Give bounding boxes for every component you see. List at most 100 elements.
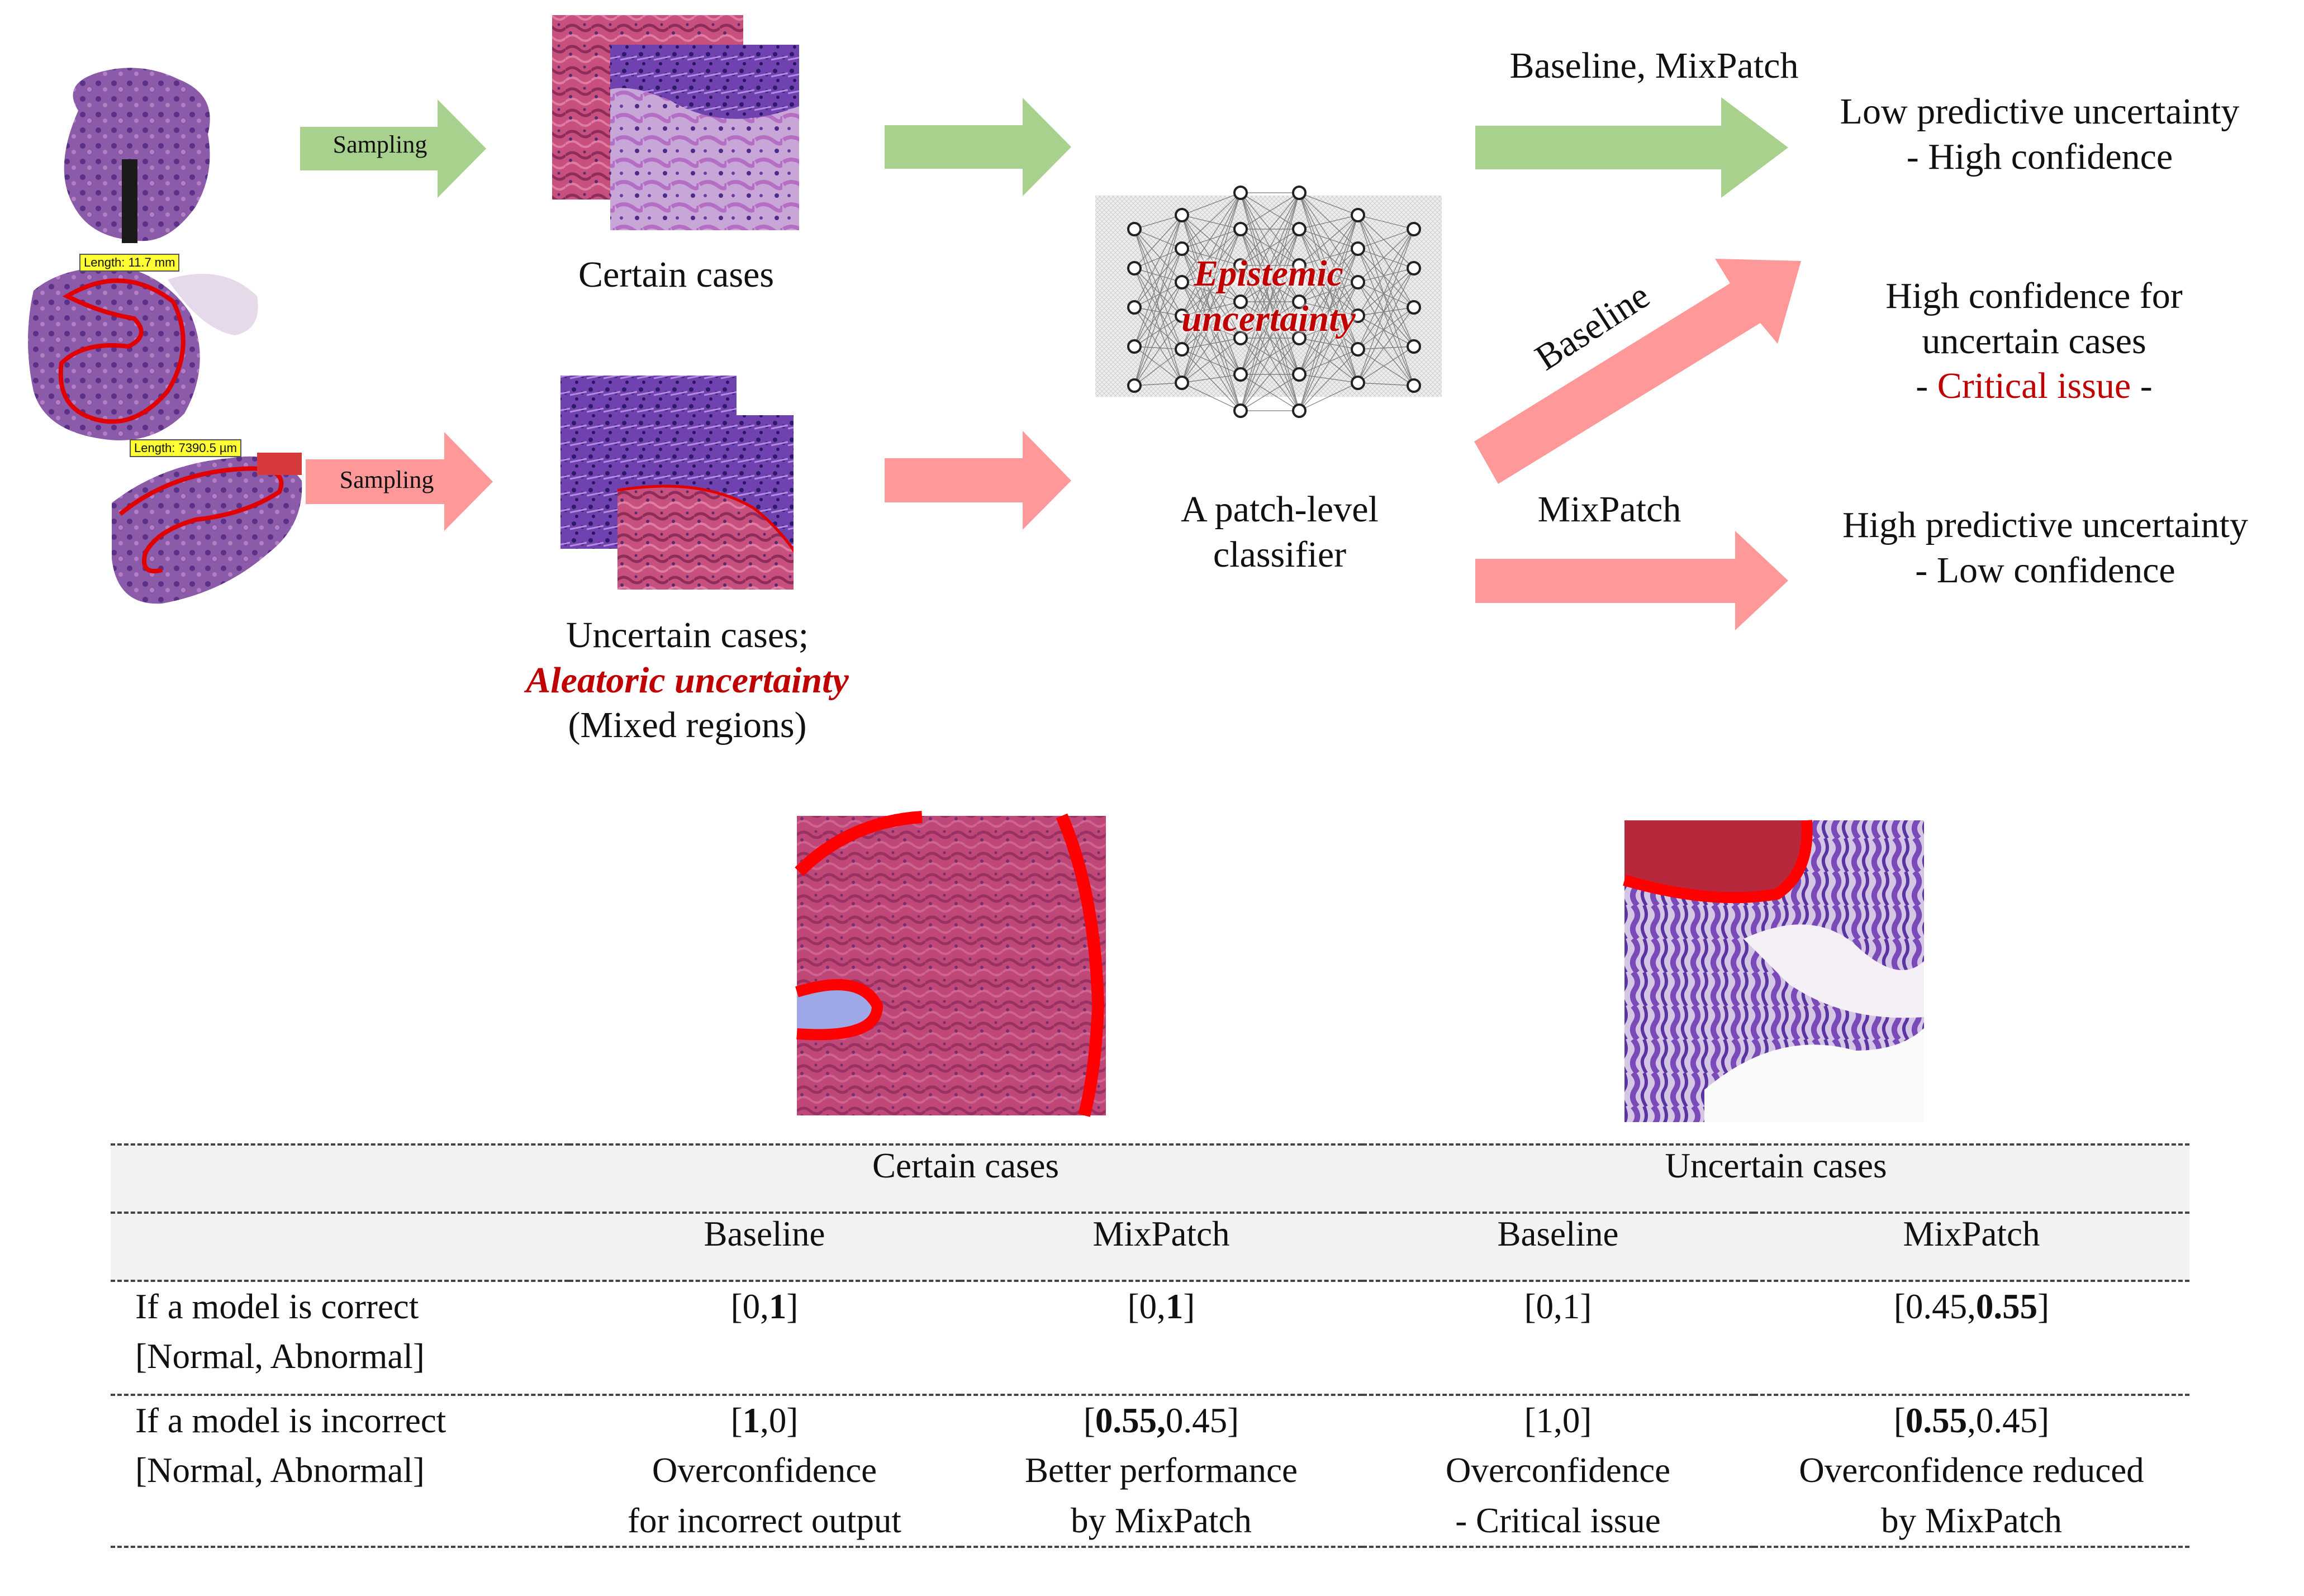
example-patch-uncertain [1623,820,1924,1122]
network-edge [1134,248,1182,347]
cell-bold: 1 [742,1401,761,1440]
network-edge [1181,229,1241,316]
network-edge [1134,282,1182,308]
cell-text: [0,1] [1524,1287,1592,1326]
network-edge [1134,307,1182,350]
output-arrow-diagonal [1474,259,1801,484]
network-edge [1134,215,1182,269]
network-edge [1134,229,1182,283]
group-header-certain: Certain cases [569,1143,1362,1214]
network-edge [1134,268,1182,350]
network-edge [1181,192,1241,283]
network-edge [1134,315,1182,347]
network-node [1351,342,1365,357]
network-edge [1299,248,1358,302]
cell-value: [1,0] [1362,1396,1754,1446]
network-edge [1181,349,1241,375]
cell-value: [1,0] [569,1396,960,1446]
network-edge [1134,307,1182,383]
network-edge [1357,215,1414,308]
network-edge [1181,282,1241,411]
network-edge [1299,282,1358,339]
network-node [1351,275,1365,289]
cell-note: by MixPatch [1071,1500,1252,1540]
output-arrow-top [1475,97,1788,198]
group-header-row: Certain cases Uncertain cases [111,1143,2189,1214]
network-node [1127,300,1142,315]
network-edge [1134,307,1182,316]
network-edge [1240,192,1300,375]
network-edge [1299,265,1358,350]
network-edge [1357,229,1414,283]
critical-suffix: - [2131,365,2153,407]
network-edge [1299,282,1358,375]
network-edge [1299,248,1358,266]
network-edge [1181,282,1241,375]
network-edge [1299,215,1358,411]
network-edge [1181,215,1241,266]
outcome-bottom-line-1: High predictive uncertainty [1842,505,2248,545]
network-edge [1299,265,1358,383]
network-edge [1357,229,1414,350]
slide-2 [28,267,200,440]
aleatoric-label: Aleatoric uncertainty [526,659,849,701]
network-edge [1299,265,1358,316]
network-edge [1181,282,1241,302]
outcome-bottom: High predictive uncertainty - Low confid… [1799,503,2291,593]
network-edge [1134,248,1182,386]
network-edge [1134,248,1182,269]
network-edge [1299,229,1358,383]
col-header: Baseline [569,1213,960,1282]
network-edge [1299,382,1358,411]
network-edge [1357,346,1414,383]
network-node [1407,261,1421,276]
network-edge [1134,382,1182,386]
network-edge [1299,248,1358,411]
epistemic-line-1: Epistemic [1194,253,1343,294]
row-label-line-2: [Normal, Abnormal] [135,1451,425,1490]
network-edge [1299,248,1358,375]
whole-slide-thumbnails [28,68,302,604]
network-edge [1134,315,1182,386]
certain-patch-stack [552,15,799,230]
network-edge [1181,248,1241,266]
network-edge [1181,215,1241,411]
network-edge [1134,215,1182,308]
slide-2-light [168,274,258,335]
network-node [1292,403,1307,418]
network-edge [1357,268,1414,350]
network-edge [1299,229,1358,249]
classifier-line-2: classifier [1213,534,1347,575]
sampling-label-top: Sampling [332,131,427,158]
network-edge [1299,301,1358,383]
network-edge [1299,374,1358,383]
network-edge [1299,215,1358,339]
outcome-mid-line-2: uncertain cases [1922,320,2146,362]
network-edge [1299,192,1358,383]
network-edge [1357,268,1414,283]
network-edge [1240,192,1300,411]
network-edge [1240,192,1300,302]
length-tag-2: Length: 7390.5 µm [130,439,241,457]
outcome-mid-line-1: High confidence for [1885,276,2183,316]
network-edge [1134,215,1182,230]
col-header: MixPatch [1754,1213,2189,1282]
col-header: Baseline [1362,1213,1754,1282]
network-edge [1134,215,1182,347]
network-edge [1240,192,1300,339]
cell-note: Overconfidence [1445,1451,1671,1490]
network-node [1175,241,1189,256]
column-header-row: Baseline MixPatch Baseline MixPatch [111,1213,2189,1282]
network-edge [1299,338,1358,350]
outcome-bottom-line-2: - Low confidence [1915,549,2175,591]
network-node [1292,186,1307,200]
cell-note: Overconfidence [652,1451,877,1490]
cell-bold: 1 [768,1287,787,1326]
network-edge [1240,229,1300,411]
network-edge [1299,229,1358,350]
outcome-mid-line-3: - Critical issue - [1816,364,2252,409]
results-table: Certain cases Uncertain cases Baseline M… [111,1143,2189,1548]
network-edge [1181,192,1241,316]
critical-issue-label: Critical issue [1937,365,2131,407]
cell-correct-uncertain-baseline: [0,1] [1362,1281,1754,1396]
